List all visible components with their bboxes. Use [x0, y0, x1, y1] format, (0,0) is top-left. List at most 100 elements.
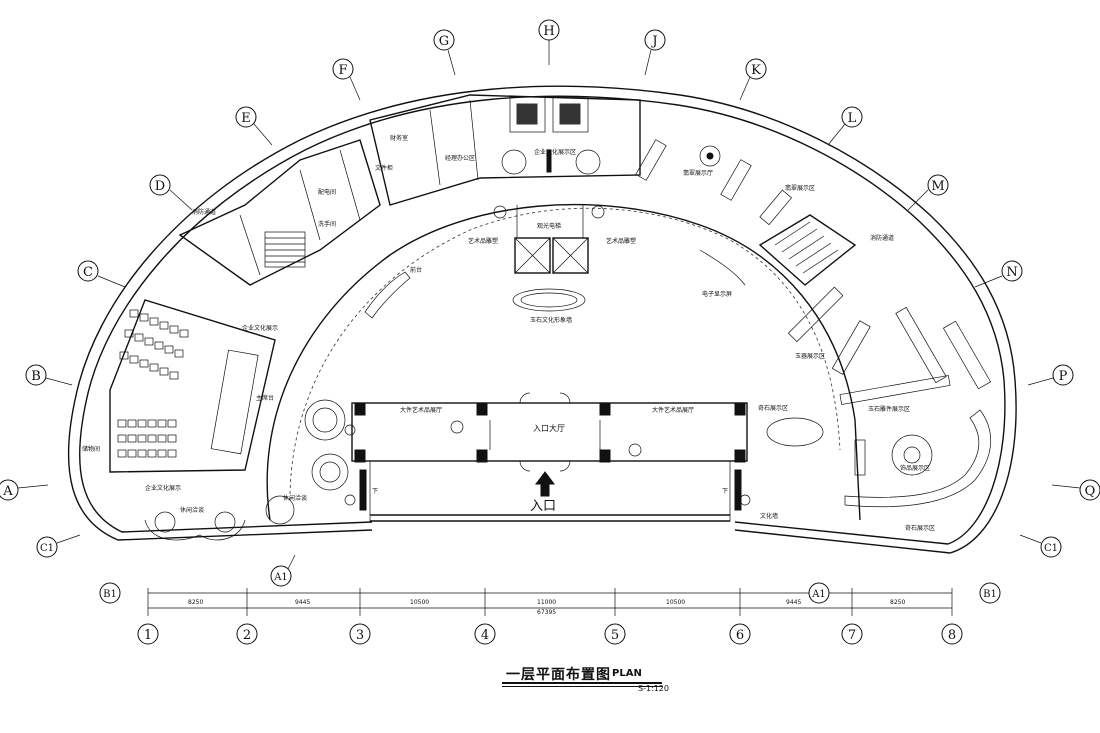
dim-seg-4: 11000: [537, 599, 556, 606]
axis-C1-left: C1: [40, 543, 54, 554]
axis-8: 8: [948, 628, 956, 643]
display-left-label: 大件艺术品展厅: [400, 406, 442, 414]
jade-showroom-2-label: 翡翠展示区: [785, 184, 815, 192]
axis-G: G: [439, 34, 449, 49]
right-stair-block: [758, 214, 857, 286]
axis-4: 4: [481, 628, 489, 643]
dim-seg-7: 8250: [890, 599, 905, 606]
axis-N: N: [1006, 265, 1017, 280]
axis-C: C: [83, 265, 93, 280]
axis-P: P: [1059, 369, 1068, 384]
jade-exhibit-round: [891, 434, 933, 476]
stair-right: [774, 221, 839, 274]
drawing-scale: S-1:120: [638, 684, 670, 693]
axis-letter-leaders: [17, 40, 1081, 570]
axis-B: B: [31, 369, 41, 384]
entrance-label: 入口: [530, 499, 556, 514]
jade-wall-feature: [512, 288, 586, 312]
main-stage-label: 主席台: [256, 394, 274, 402]
axis-letter-bubbles: [0, 19, 1100, 604]
outer-wall: [67, 85, 1017, 554]
dim-seg-3: 10500: [410, 599, 429, 606]
axis-Q: Q: [1085, 484, 1096, 499]
reception-desk: [364, 271, 411, 319]
corporate-culture-top-label: 企业文化展示区: [534, 148, 576, 156]
drawing-title: 一层平面布置图: [506, 667, 611, 683]
axis-2: 2: [243, 628, 251, 643]
axis-M: M: [931, 179, 944, 194]
axis-F: F: [338, 63, 347, 78]
axis-3: 3: [356, 628, 364, 643]
axis-A1-left: A1: [273, 572, 288, 583]
inner-ring-wall: [266, 203, 861, 521]
round-table-1: [304, 399, 346, 441]
axis-J: J: [650, 34, 657, 49]
axis-K: K: [751, 63, 761, 78]
washroom-label: 洗手间: [318, 220, 336, 228]
stairs-display-label: 玉器展示区: [795, 353, 825, 360]
entrance-arrow-icon: [535, 471, 555, 497]
jade-carving-right-label: 玉石雕件展示区: [868, 405, 910, 413]
service-block-left: [178, 139, 381, 286]
axis-7: 7: [848, 628, 856, 643]
display-right-label: 大件艺术品展厅: [652, 406, 694, 414]
axis-D: D: [155, 179, 165, 194]
axis-5: 5: [611, 628, 619, 643]
stair-left: [264, 231, 306, 268]
dim-seg-5: 10500: [666, 599, 685, 606]
storage-label: 储物间: [82, 445, 100, 453]
jewelry-display-label: 饰品展示区: [900, 464, 930, 472]
jade-exhibit-label: 奇石展示区: [758, 404, 788, 412]
sightseeing-elevator-label: 观光电梯: [537, 222, 561, 230]
down-right-label: 下: [722, 488, 728, 495]
axis-1: 1: [144, 628, 152, 643]
fire-passage-right-label: 消防通道: [870, 234, 894, 242]
elevator-shaft-left: [514, 237, 551, 274]
dim-seg-6: 9445: [786, 599, 801, 606]
art-sculpture-left-label: 艺术品雕塑: [468, 237, 498, 245]
reception-label: 前台: [410, 266, 422, 274]
electronic-screen: [699, 249, 746, 286]
finance-label: 财务室: [390, 134, 408, 142]
title-underline-thick: [502, 682, 662, 684]
office-block-top: [369, 94, 641, 206]
jade-exhibit-2-label: 奇石展示区: [905, 524, 935, 532]
corporate-culture-bottom-label: 企业文化展示: [145, 484, 181, 492]
axis-A1-right: A1: [811, 589, 826, 600]
down-left-label: 下: [372, 488, 378, 495]
jade-showroom-label: 翡翠展示厅: [683, 169, 713, 177]
dim-total: 67395: [537, 609, 556, 616]
file-cabinet-label: 文件柜: [375, 164, 393, 172]
entrance-hall-label: 入口大厅: [533, 423, 565, 433]
dim-seg-2: 9445: [295, 599, 310, 606]
electronic-display-label: 电子显示屏: [702, 290, 732, 298]
axis-A-left: A: [2, 484, 13, 499]
lobby-dashed-arc: [289, 207, 841, 501]
elevator-shaft-right: [552, 237, 589, 274]
auditorium-outline: [109, 299, 276, 473]
axis-E: E: [241, 111, 251, 126]
art-sculpture-right-label: 艺术品雕塑: [606, 237, 636, 245]
title-underline-thin: [502, 686, 662, 687]
drawing-title-en: PLAN: [612, 668, 642, 679]
auditorium-seating: [117, 309, 189, 458]
rest-seating-2-label: 休闲洽谈: [283, 494, 307, 502]
round-table-2: [311, 453, 349, 491]
axis-6: 6: [736, 628, 744, 643]
axis-C1-right: C1: [1044, 543, 1058, 554]
axis-B1-right: B1: [983, 589, 997, 600]
corporate-culture-left-label: 企业文化展示: [242, 324, 278, 332]
axis-H: H: [543, 24, 554, 39]
axis-B1-left: B1: [103, 589, 117, 600]
curved-display-counter: [844, 409, 991, 508]
stage-platform: [210, 349, 259, 455]
culture-wall-label: 文化墙: [760, 512, 778, 520]
dim-seg-1: 8250: [188, 599, 203, 606]
axis-L: L: [848, 111, 857, 126]
fire-passage-left-label: 消防通道: [192, 208, 216, 216]
rest-seating-label: 休闲洽谈: [180, 506, 204, 514]
round-table-3: [265, 495, 295, 525]
jade-wall-label: 玉石文化形象墙: [530, 316, 572, 324]
axis-number-bubbles: [137, 623, 963, 645]
